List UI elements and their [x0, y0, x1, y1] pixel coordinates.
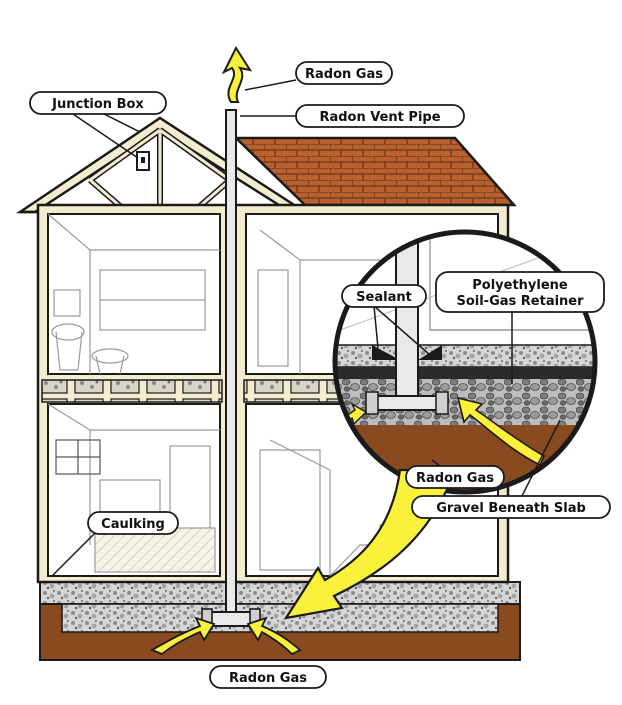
label-radon-vent-pipe: Radon Vent Pipe: [295, 104, 465, 128]
kitchen-sketch: [47, 403, 331, 576]
radon-exhaust-arrow: [221, 45, 253, 103]
foundation: [39, 581, 521, 661]
svg-text:Radon Gas: Radon Gas: [416, 471, 494, 486]
label-radon-gas-top: Radon Gas: [295, 61, 393, 85]
svg-text:Gravel Beneath Slab: Gravel Beneath Slab: [436, 501, 586, 516]
label-radon-gas-inset: Radon Gas: [405, 465, 505, 489]
label-polyethylene: Polyethylene Soil-Gas Retainer: [435, 271, 605, 313]
svg-text:Radon Gas: Radon Gas: [305, 67, 383, 82]
svg-text:Sealant: Sealant: [356, 290, 412, 305]
radon-vent-pipe: [201, 109, 261, 630]
svg-text:Polyethylene: Polyethylene: [472, 278, 568, 293]
label-gravel-beneath-slab: Gravel Beneath Slab: [411, 495, 611, 519]
label-caulking: Caulking: [87, 511, 179, 535]
label-sealant: Sealant: [341, 284, 427, 308]
label-junction-box: Junction Box: [29, 91, 167, 115]
svg-text:Caulking: Caulking: [101, 517, 165, 532]
label-radon-gas-bottom: Radon Gas: [209, 665, 327, 689]
radon-intake-arrow-left: [149, 616, 216, 656]
leader-lines: [51, 79, 561, 577]
svg-text:Junction Box: Junction Box: [51, 97, 144, 112]
radon-intake-arrow-right: [246, 616, 302, 656]
svg-text:Radon Gas: Radon Gas: [229, 671, 307, 686]
roof: [15, 116, 517, 214]
svg-text:Radon Vent Pipe: Radon Vent Pipe: [319, 110, 440, 125]
svg-text:Soil-Gas Retainer: Soil-Gas Retainer: [456, 294, 584, 309]
